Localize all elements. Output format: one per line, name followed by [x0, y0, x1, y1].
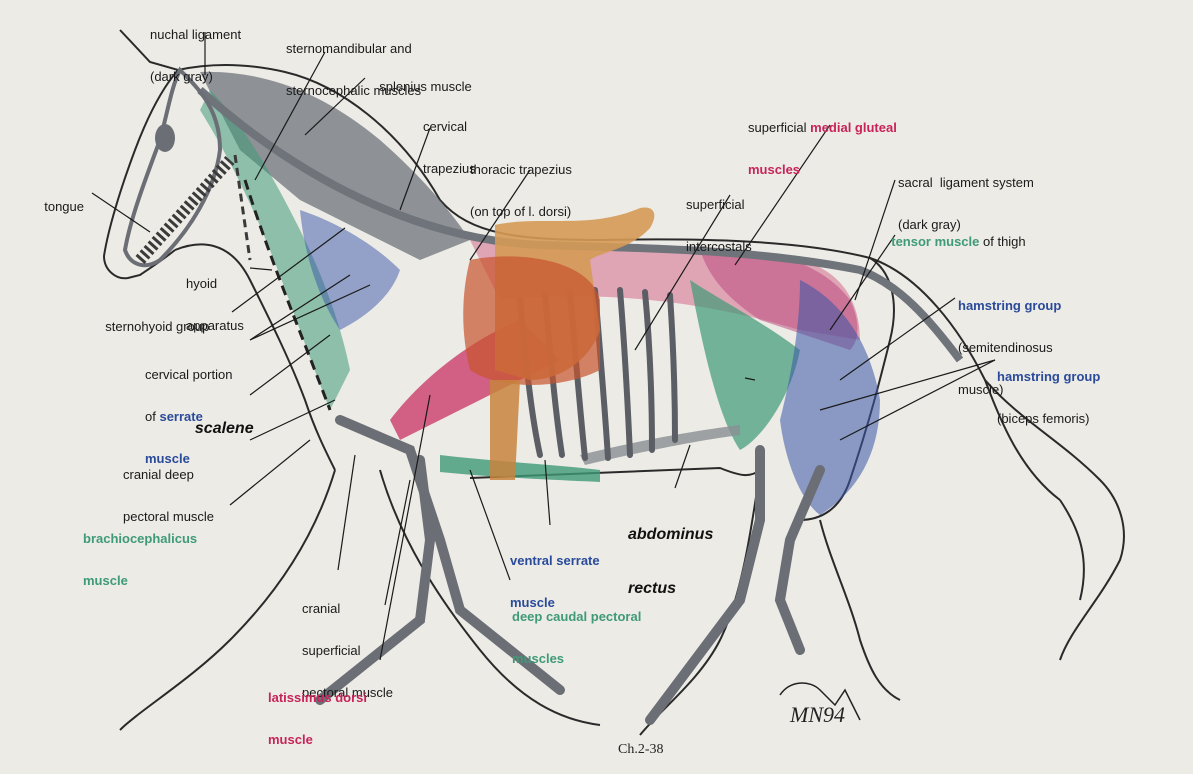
label-cervtrap-line2: trapezius — [423, 162, 476, 176]
label-scalene-text: scalene — [195, 420, 254, 437]
eye-socket — [155, 124, 175, 152]
label-deepcaudal-line2: muscles — [512, 652, 641, 666]
label-tongue-text: tongue — [44, 199, 84, 214]
label-ventralserrate-line1: ventral serrate — [510, 554, 600, 568]
label-deep-caudal-pectoral: deep caudal pectoral muscles — [512, 582, 641, 680]
label-latissimus-line1: latissimus dorsi — [268, 691, 367, 705]
label-brachio-line1: brachiocephalicus — [83, 532, 197, 546]
label-medial-gluteal: superficial medial gluteal muscles — [748, 93, 897, 191]
label-hyoid-line1: hyoid — [186, 277, 244, 291]
label-sacral-line1: sacral ligament system — [898, 176, 1034, 190]
label-intercostals-line1: superficial — [686, 198, 752, 212]
label-cranialdeep-line1: cranial deep — [123, 468, 214, 482]
label-brachio-line2: muscle — [83, 574, 197, 588]
label-gluteal-prefix: superficial — [748, 120, 810, 135]
label-hamstring-biceps: hamstring group (biceps femoris) — [997, 342, 1100, 440]
label-sterno-line1: sternomandibular and — [286, 42, 421, 56]
label-tensor-colored: tensor muscle — [891, 234, 979, 249]
label-cervtrap-line1: cervical — [423, 120, 476, 134]
label-latissimus-dorsi: latissimus dorsi muscle — [268, 663, 367, 761]
label-thortrap-line1: thoracic trapezius — [470, 163, 572, 177]
label-abdominus-rectus: abdominus rectus — [628, 490, 713, 616]
label-deepcaudal-line1: deep caudal pectoral — [512, 610, 641, 624]
label-abdominus-line2: rectus — [628, 580, 713, 598]
label-hambiceps-line2: (biceps femoris) — [997, 412, 1100, 426]
label-thortrap-line2: (on top of l. dorsi) — [470, 205, 572, 219]
label-thoracic-trapezius: thoracic trapezius (on top of l. dorsi) — [470, 135, 572, 233]
label-sternomandibular: sternomandibular and sternocephalic musc… — [286, 14, 421, 112]
figure-caption-text: Ch.2-38 — [618, 742, 664, 757]
label-nuchal-line2: (dark gray) — [150, 70, 241, 84]
label-gluteal-line2: muscles — [748, 163, 897, 177]
label-brachiocephalicus: brachiocephalicus muscle — [83, 504, 197, 602]
label-latissimus-line2: muscle — [268, 733, 367, 747]
label-nuchal-ligament: nuchal ligament (dark gray) — [150, 0, 241, 98]
svg-text:MN94: MN94 — [789, 702, 845, 727]
label-abdominus-line1: abdominus — [628, 526, 713, 544]
label-cervical-trapezius: cervical trapezius — [423, 92, 476, 190]
label-gluteal-colored: medial gluteal — [810, 120, 897, 135]
label-tensor: tensor muscle of thigh — [884, 221, 1026, 249]
label-cranialsup-line2: superficial — [302, 644, 393, 658]
label-scalene: scalene — [186, 402, 254, 438]
label-tensor-suffix: of thigh — [979, 234, 1025, 249]
label-cervserrate-line1: cervical portion — [145, 368, 232, 382]
figure-caption: Ch.2-38 — [618, 742, 664, 758]
label-hamsemi-colored: hamstring group — [958, 299, 1061, 313]
label-sternohyoid: sternohyoid group — [98, 306, 209, 334]
label-cranialsup-line1: cranial — [302, 602, 393, 616]
label-intercostals-line2: intercostals — [686, 240, 752, 254]
label-splenius: splenius muscle — [372, 66, 472, 94]
label-superficial-intercostals: superficial intercostals — [686, 170, 752, 268]
label-cervserrate-prefix: of — [145, 409, 159, 424]
label-nuchal-line1: nuchal ligament — [150, 28, 241, 42]
label-hambiceps-colored: hamstring group — [997, 370, 1100, 384]
label-tongue: tongue — [37, 186, 84, 214]
label-sternohyoid-text: sternohyoid group — [105, 319, 209, 334]
